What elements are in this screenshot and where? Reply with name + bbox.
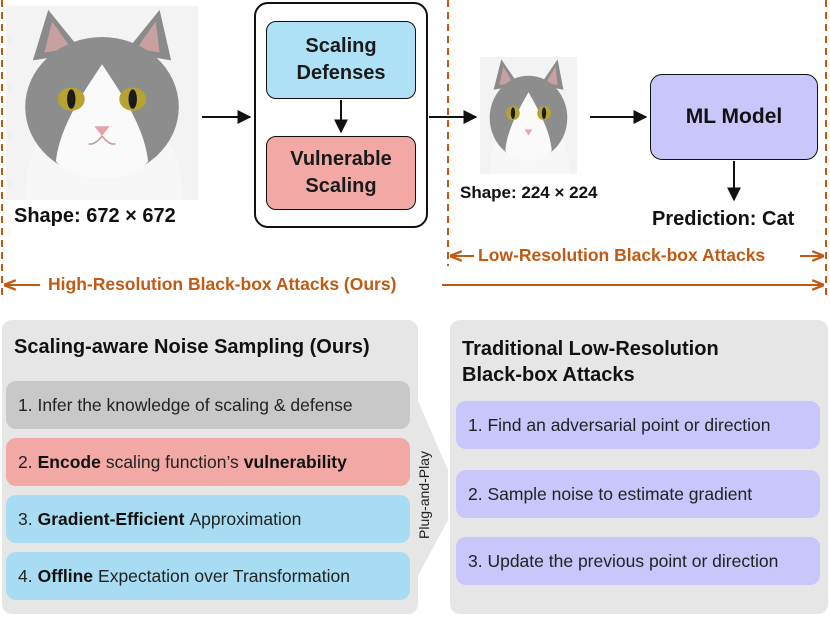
cat-image-low-res [480, 57, 577, 174]
right-step-1: 1. Find an adversarial point or directio… [456, 401, 820, 449]
right-step-2: 2. Sample noise to estimate gradient [456, 470, 820, 518]
shape-label-high-res: Shape: 672 × 672 [14, 205, 176, 227]
left-step-2-bold-encode: Encode [37, 451, 101, 472]
left-step-2-bold-vulnerability: vulnerability [243, 451, 347, 472]
shape-label-low-res: Shape: 224 × 224 [460, 183, 598, 202]
left-step-4-rest: Expectation over Transformation [98, 565, 350, 586]
right-step-1-text: 1. Find an adversarial point or directio… [468, 414, 771, 435]
scaling-aware-panel-title: Scaling-aware Noise Sampling (Ours) [14, 336, 370, 358]
low-res-attacks-label: Low-Resolution Black-box Attacks [474, 245, 770, 266]
left-step-3-bold: Gradient-Efficient [37, 508, 185, 529]
left-step-4-bold: Offline [37, 565, 94, 586]
plug-and-play-connector [408, 378, 448, 594]
right-step-3-text: 3. Update the previous point or directio… [468, 550, 779, 571]
cat-image-high-res [6, 6, 198, 200]
prediction-label: Prediction: Cat [652, 208, 795, 230]
ml-model-box: ML Model [650, 74, 818, 160]
left-step-1: 1. Infer the knowledge of scaling & defe… [6, 381, 410, 429]
scaling-defenses-label: Scaling Defenses [296, 35, 386, 84]
left-step-3-prefix: 3. [18, 508, 33, 529]
left-step-2: 2. Encode scaling function’s vulnerabili… [6, 438, 410, 486]
left-step-3-rest: Approximation [189, 508, 302, 529]
vulnerable-scaling-label: Vulnerable Scaling [290, 148, 392, 197]
right-step-2-text: 2. Sample noise to estimate gradient [468, 483, 753, 504]
high-res-attacks-label: High-Resolution Black-box Attacks (Ours) [44, 274, 401, 295]
traditional-attacks-title-line1: Traditional Low-Resolution [462, 338, 719, 360]
right-step-3: 3. Update the previous point or directio… [456, 537, 820, 585]
plug-and-play-text: Plug-and-Play [416, 451, 432, 539]
plug-and-play-label: Plug-and-Play [414, 440, 434, 550]
left-step-2-mid: scaling function’s [105, 451, 239, 472]
left-step-4-prefix: 4. [18, 565, 33, 586]
vulnerable-scaling-box: Vulnerable Scaling [266, 136, 416, 210]
left-step-3: 3. Gradient-Efficient Approximation [6, 495, 410, 543]
left-step-4: 4. Offline Expectation over Transformati… [6, 552, 410, 600]
ml-model-label: ML Model [685, 105, 783, 128]
left-step-1-text: 1. Infer the knowledge of scaling & defe… [18, 394, 353, 415]
scaling-defenses-box: Scaling Defenses [266, 21, 416, 99]
left-step-2-prefix: 2. [18, 451, 33, 472]
traditional-attacks-title-line2: Black-box Attacks [462, 364, 635, 386]
